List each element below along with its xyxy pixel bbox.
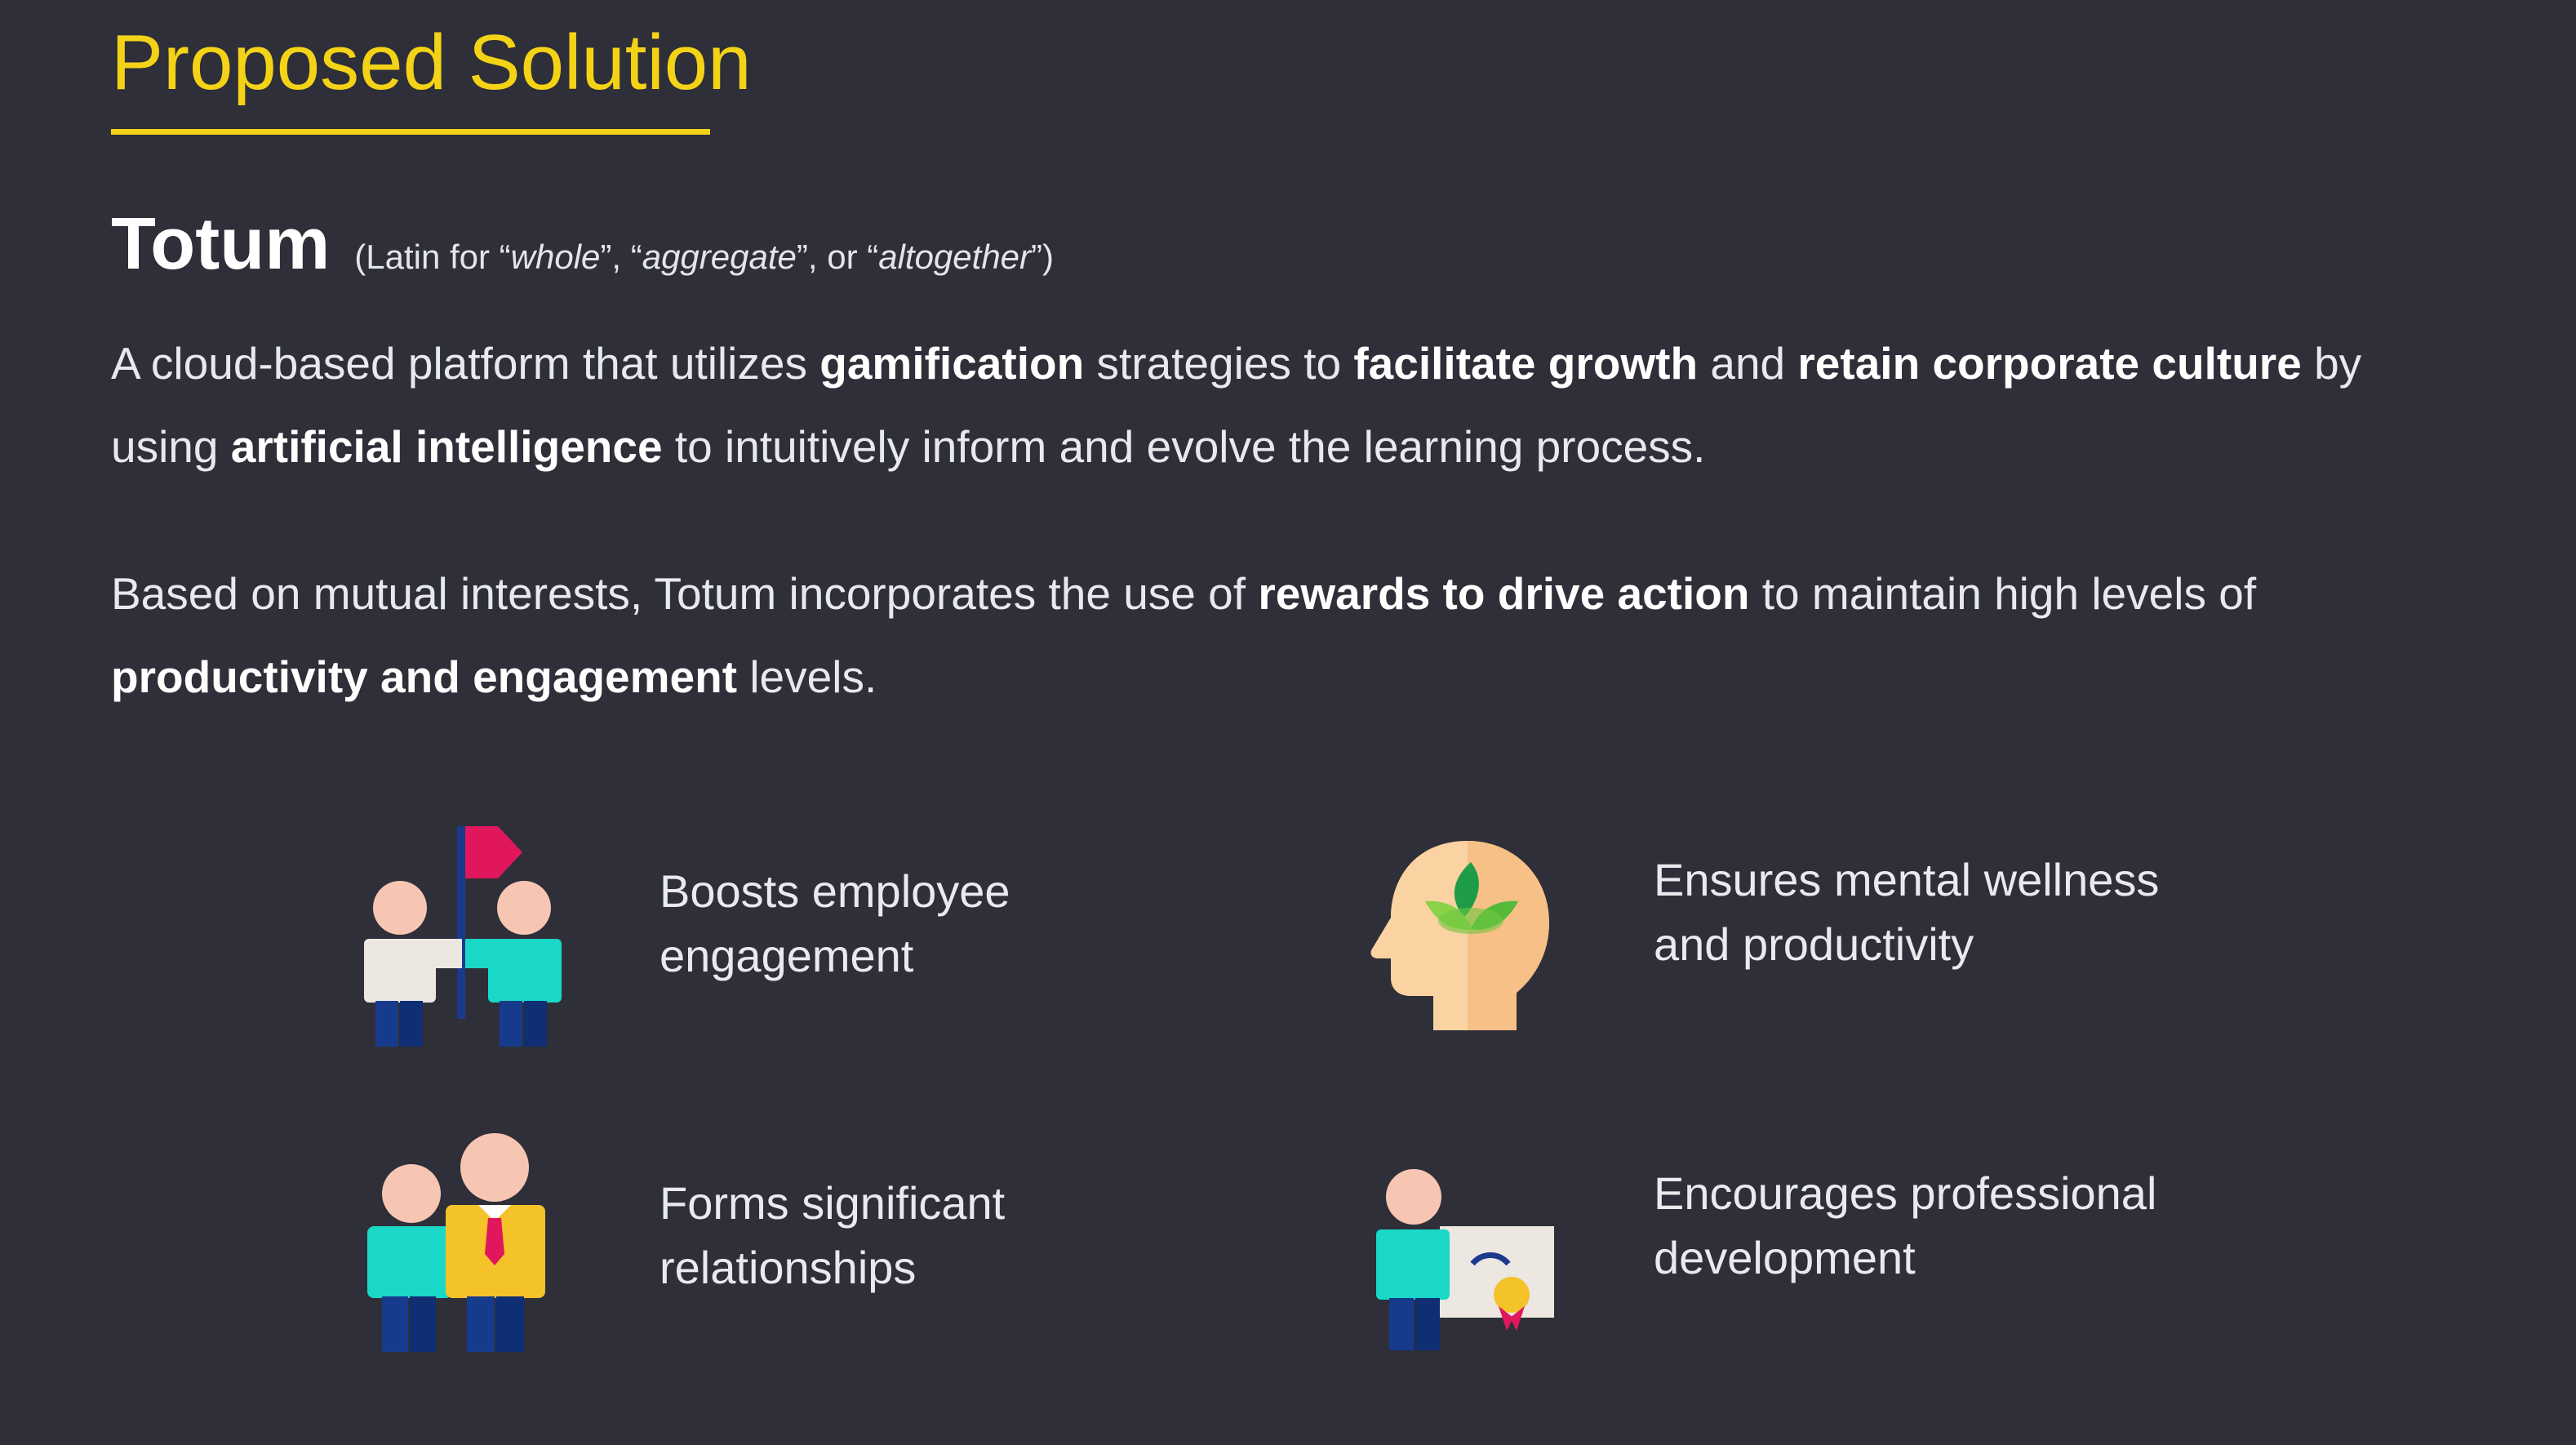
paragraph-emphasis: productivity and engagement: [111, 651, 738, 702]
feature-line: engagement: [660, 930, 914, 981]
brand-note-separator: ”, or “: [796, 238, 879, 276]
slide-title: Proposed Solution: [111, 19, 752, 106]
paragraph-text: A cloud-based platform that utilizes: [111, 338, 820, 389]
feature-text: Forms significant relationships: [660, 1171, 1005, 1300]
brand-note-word: aggregate: [642, 238, 797, 276]
paragraph-text: strategies to: [1084, 338, 1354, 389]
person-certificate-icon: [1376, 1169, 1554, 1350]
brand-name: Totum: [111, 203, 331, 285]
paragraph-emphasis: rewards to drive action: [1258, 568, 1750, 619]
paragraph-text: and: [1698, 338, 1798, 389]
brand-note-close: ”): [1031, 238, 1055, 276]
paragraph-text: by using: [111, 338, 2362, 472]
feature-line: Ensures mental wellness: [1654, 854, 2160, 905]
paragraph-text: to maintain high levels of: [1749, 568, 2257, 619]
paragraph-text: levels.: [737, 651, 877, 702]
brand-note-separator: ”, “: [600, 238, 642, 276]
feature-text: Ensures mental wellness and productivity: [1654, 847, 2159, 976]
feature-line: Encourages professional: [1654, 1167, 2157, 1219]
feature-line: development: [1654, 1232, 1916, 1283]
feature-text: Boosts employee engagement: [660, 859, 1010, 988]
rewards-paragraph: Based on mutual interests, Totum incorpo…: [111, 552, 2478, 718]
description-paragraph: A cloud-based platform that utilizes gam…: [111, 322, 2478, 488]
team-flag-icon: [364, 826, 562, 1047]
feature-text: Encourages professional development: [1654, 1161, 2156, 1290]
feature-line: Forms significant: [660, 1177, 1006, 1229]
brand-note: (Latin for “whole”, “aggregate”, or “alt…: [354, 238, 1054, 276]
two-people-icon: [367, 1133, 545, 1352]
feature-line: and productivity: [1654, 918, 1974, 970]
feature-line: Boosts employee: [660, 865, 1010, 917]
feature-line: relationships: [660, 1242, 917, 1293]
head-leaf-icon: [1370, 841, 1549, 1030]
brand-note-open: (Latin for “: [354, 238, 511, 276]
paragraph-emphasis: gamification: [819, 338, 1085, 389]
paragraph-emphasis: facilitate growth: [1353, 338, 1699, 389]
brand-row: Totum (Latin for “whole”, “aggregate”, or…: [111, 202, 1054, 287]
title-underline: [111, 129, 710, 135]
brand-note-word: altogether: [878, 238, 1032, 276]
paragraph-emphasis: retain corporate culture: [1797, 338, 2302, 389]
paragraph-text: Based on mutual interests, Totum incorpo…: [111, 568, 1259, 619]
paragraph-emphasis: artificial intelligence: [230, 421, 663, 472]
paragraph-text: to intuitively inform and evolve the lea…: [662, 421, 1706, 472]
brand-note-word: whole: [510, 238, 601, 276]
